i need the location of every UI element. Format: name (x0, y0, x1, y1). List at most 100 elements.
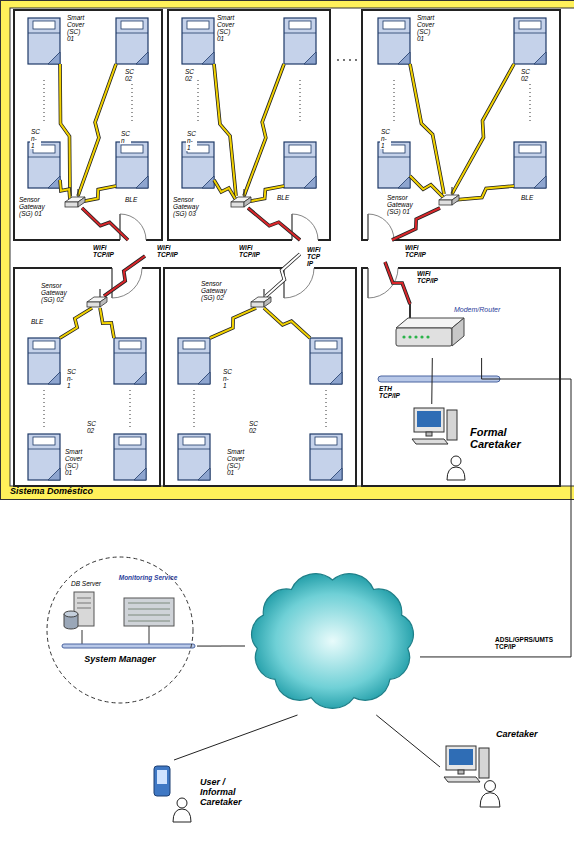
annotation-label: BLE (276, 194, 290, 201)
label-anchor: WiFi TCP IP (306, 246, 322, 267)
wireless-link (60, 180, 70, 200)
continuation-dots (132, 80, 133, 124)
room-wall (14, 10, 162, 240)
label-anchor: SC n (120, 130, 131, 144)
smart-cover-bed (28, 434, 60, 480)
internet-cloud (245, 565, 420, 715)
smart-cover-bed (116, 18, 148, 64)
wireless-link (452, 64, 514, 194)
continuation-dots (198, 80, 199, 124)
wireless-link (248, 208, 300, 240)
annotation-label: WiFi TCP/IP (404, 244, 427, 258)
annotation-label: WiFi TCP/IP (416, 270, 439, 284)
wireless-link (410, 176, 444, 198)
room-wall (14, 268, 160, 486)
annotation-label: WiFi TCP/IP (238, 244, 261, 258)
continuation-dots (394, 80, 395, 124)
node-text: Modem/Router (454, 306, 502, 314)
bus-drop (149, 626, 150, 644)
annotation-label: WiFi TCP IP (306, 246, 322, 267)
smart-cover-bed (114, 338, 146, 384)
annotation-label: Smart Cover (SC) 01 (64, 448, 83, 477)
smart-cover-bed (378, 18, 410, 64)
sensor-gateway-icon (65, 189, 85, 207)
sensor-gateway-icon (231, 189, 251, 207)
wireless-link (264, 308, 310, 338)
label-anchor: Sensor Gateway (SG) 01 (386, 194, 414, 215)
computer-icon (412, 408, 457, 444)
label-anchor: SC n-1 (222, 368, 233, 389)
annotation-label: BLE (520, 194, 534, 201)
label-anchor: WiFi TCP/IP (92, 244, 115, 258)
label-anchor: Sensor Gateway (SG) 03 (172, 196, 200, 217)
door-leaf (119, 214, 120, 240)
smart-cover-bed (514, 142, 546, 188)
wireless-link (100, 308, 114, 338)
smart-cover-bed (284, 18, 316, 64)
annotation-label: SC n-1 (30, 128, 41, 149)
annotation-label: SC 02 (124, 68, 135, 82)
db-server-icon (64, 592, 94, 629)
room-wall (164, 268, 356, 486)
sensor-gateway-icon (251, 289, 271, 307)
server-node: Monitoring Service (112, 574, 186, 642)
modem-router-icon (396, 304, 464, 346)
network-link (376, 715, 440, 767)
wireless-link (214, 180, 236, 200)
door-leaf (367, 214, 368, 240)
ellipsis-dot (355, 59, 357, 61)
annotation-label: SC n-1 (222, 368, 233, 389)
door-swing (112, 268, 142, 298)
smart-cover-bed (114, 434, 146, 480)
person-icon (173, 798, 191, 822)
network-link (431, 358, 433, 404)
cloud-shape (245, 565, 420, 715)
annotation-label: Sensor Gateway (SG) 01 (386, 194, 414, 215)
label-anchor: Sensor Gateway (SG) 01 (18, 196, 46, 217)
label-anchor: WiFi TCP/IP (238, 244, 261, 258)
link-label: ADSL/GPRS/UMTS TCP/IP (494, 636, 554, 650)
continuation-dots (130, 390, 131, 428)
door-gap (120, 238, 146, 242)
smart-cover-bed (310, 434, 342, 480)
smart-cover-bed (310, 338, 342, 384)
wireless-link (78, 64, 116, 196)
label-anchor: SC 02 (86, 420, 97, 434)
monitoring-server-icon (124, 598, 174, 626)
room-wall (362, 268, 560, 486)
node-text: User / Informal Caretaker (200, 778, 250, 808)
lan-bus (62, 644, 195, 648)
user-node: User / Informal Caretaker (150, 760, 270, 832)
sensor-gateway-icon (439, 187, 459, 205)
wireless-link (214, 64, 236, 196)
label-anchor: Sensor Gateway (SG) 02 (40, 282, 68, 303)
continuation-dots (326, 390, 327, 428)
label-anchor: SC 02 (248, 420, 259, 434)
network-link (197, 646, 245, 647)
annotation-label: SC 02 (520, 68, 531, 82)
sensor-gateway-icon (87, 289, 107, 307)
wireless-link (82, 208, 128, 240)
annotation-label: Sensor Gateway (SG) 02 (40, 282, 68, 303)
continuation-dots (44, 80, 45, 124)
annotation-label: SC n-1 (380, 128, 391, 149)
smart-cover-bed (178, 434, 210, 480)
room-wall (362, 10, 560, 240)
annotation-label: SC n-1 (66, 368, 77, 389)
person-icon (480, 781, 500, 807)
continuation-dots (530, 80, 531, 124)
label-anchor: WiFi TCP/IP (404, 244, 427, 258)
label-anchor: Smart Cover (SC) 01 (66, 14, 85, 43)
label-anchor: BLE (124, 196, 138, 203)
node-text: Formal Caretaker (470, 426, 550, 450)
annotation-label: Sensor Gateway (SG) 03 (172, 196, 200, 217)
ellipsis-dot (337, 59, 339, 61)
smart-cover-bed (284, 142, 316, 188)
annotation-label: BLE (30, 318, 44, 325)
annotation-label: SC n (120, 130, 131, 144)
node-text: Monitoring Service (112, 574, 184, 581)
router-node: Modem/Router (392, 300, 504, 358)
door-gap (368, 238, 394, 242)
node-text: Sistema Doméstico (10, 487, 210, 497)
